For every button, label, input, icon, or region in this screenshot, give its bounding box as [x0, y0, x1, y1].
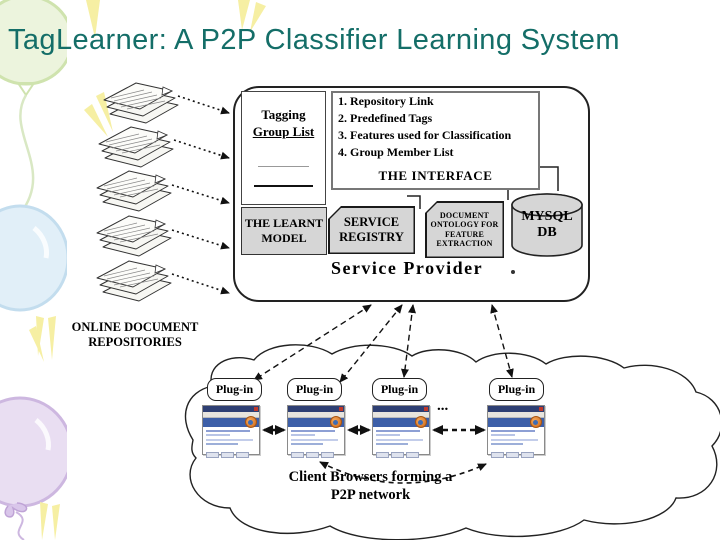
interface-item: 3. Features used for Classification	[338, 128, 512, 142]
db-line: DB	[537, 225, 557, 240]
firefox-logo-icon	[330, 416, 342, 428]
repositories-line: REPOSITORIES	[88, 335, 182, 349]
text-line	[491, 438, 539, 441]
text-line	[291, 438, 339, 441]
browser-content	[203, 429, 259, 451]
plugin-box-2: Plug-in	[287, 378, 342, 401]
group-list-label: Group List	[252, 124, 315, 139]
browser-titlebar	[288, 406, 344, 412]
blank-line	[258, 166, 309, 167]
browser-footer-buttons	[203, 451, 259, 458]
browser-window	[487, 405, 545, 458]
firefox-logo-icon	[245, 416, 257, 428]
text-line	[376, 429, 420, 432]
browser-titlebar	[488, 406, 544, 412]
close-icon	[254, 407, 258, 411]
mysql-db-label: MYSQL DB	[512, 209, 582, 241]
service-provider-box: Tagging Group List 1. Repository Link 2.…	[233, 86, 590, 302]
text-line	[491, 429, 535, 432]
text-line	[491, 443, 524, 445]
mini-button	[491, 451, 504, 458]
browser-footer-buttons	[288, 451, 344, 458]
ellipsis-label: ...	[437, 398, 449, 414]
interface-caption: THE INTERFACE	[378, 168, 493, 183]
mini-button	[506, 451, 519, 458]
mini-button	[291, 451, 304, 458]
text-line	[376, 438, 424, 441]
interface-item: 4. Group Member List	[338, 145, 454, 159]
provider-plugin-arrows	[253, 304, 514, 383]
repositories-line: ONLINE DOCUMENT	[71, 320, 199, 334]
tagging-group-list-box: Tagging Group List	[241, 91, 326, 205]
browser-content	[288, 429, 344, 451]
plugin-box-1: Plug-in	[207, 378, 262, 401]
text-line	[491, 434, 515, 436]
document-stack-icons	[96, 82, 179, 302]
text-line	[376, 443, 409, 445]
close-icon	[424, 407, 428, 411]
balloon-purple-icon	[0, 396, 74, 540]
repository-arrows	[171, 95, 230, 295]
browser-content	[373, 429, 429, 451]
browser-header-band	[203, 416, 259, 428]
text-line	[291, 429, 335, 432]
mini-button	[521, 451, 534, 458]
browser-window	[202, 405, 260, 458]
document-ontology-box: DOCUMENT ONTOLOGY FOR FEATURE EXTRACTION	[425, 201, 504, 258]
online-document-repositories-label: ONLINE DOCUMENT REPOSITORIES	[50, 320, 220, 350]
mini-button	[406, 451, 419, 458]
text-line	[206, 434, 230, 436]
service-registry-label: SERVICE REGISTRY	[329, 207, 414, 253]
interface-box: 1. Repository Link 2. Predefined Tags 3.…	[331, 91, 540, 190]
balloon-blue-icon	[0, 204, 70, 312]
firefox-logo-icon	[530, 416, 542, 428]
mini-button	[221, 451, 234, 458]
browser-content	[488, 429, 544, 451]
browser-header-band	[288, 416, 344, 428]
browser-titlebar	[373, 406, 429, 412]
plugin-box-4: Plug-in	[489, 378, 544, 401]
browser-header-band	[488, 416, 544, 428]
text-line	[291, 443, 324, 445]
close-icon	[339, 407, 343, 411]
client-browsers-caption: Client Browsers forming a P2P network	[258, 468, 483, 504]
mini-button	[321, 451, 334, 458]
browser-window	[372, 405, 430, 458]
blank-line	[254, 185, 313, 187]
caption-line: Client Browsers forming a	[288, 469, 453, 485]
plugin-box-3: Plug-in	[372, 378, 427, 401]
mini-button	[206, 451, 219, 458]
p2p-cloud	[184, 344, 720, 540]
browser-titlebar	[203, 406, 259, 412]
document-ontology-label: DOCUMENT ONTOLOGY FOR FEATURE EXTRACTION	[426, 202, 503, 257]
text-line	[206, 438, 254, 441]
mini-button	[236, 451, 249, 458]
interface-item: 1. Repository Link	[338, 94, 434, 108]
text-line	[291, 434, 315, 436]
firefox-logo-icon	[415, 416, 427, 428]
browser-header-band	[373, 416, 429, 428]
bullet-dot	[511, 270, 515, 274]
browser-footer-buttons	[488, 451, 544, 458]
interface-item: 2. Predefined Tags	[338, 111, 433, 125]
text-line	[206, 429, 250, 432]
page-title: TagLearner: A P2P Classifier Learning Sy…	[8, 24, 620, 56]
service-registry-box: SERVICE REGISTRY	[328, 206, 415, 254]
sparkle-icons	[29, 0, 266, 540]
browser-window	[287, 405, 345, 458]
close-icon	[539, 407, 543, 411]
tagging-label: Tagging	[261, 107, 306, 122]
text-line	[206, 443, 239, 445]
mysql-line: MYSQL	[521, 209, 573, 224]
learnt-model-box: THE LEARNT MODEL	[241, 207, 327, 255]
mini-button	[376, 451, 389, 458]
mini-button	[306, 451, 319, 458]
service-provider-caption: Service Provider	[330, 258, 484, 278]
browser-footer-buttons	[373, 451, 429, 458]
mini-button	[391, 451, 404, 458]
text-line	[376, 434, 400, 436]
caption-line: P2P network	[330, 487, 411, 503]
